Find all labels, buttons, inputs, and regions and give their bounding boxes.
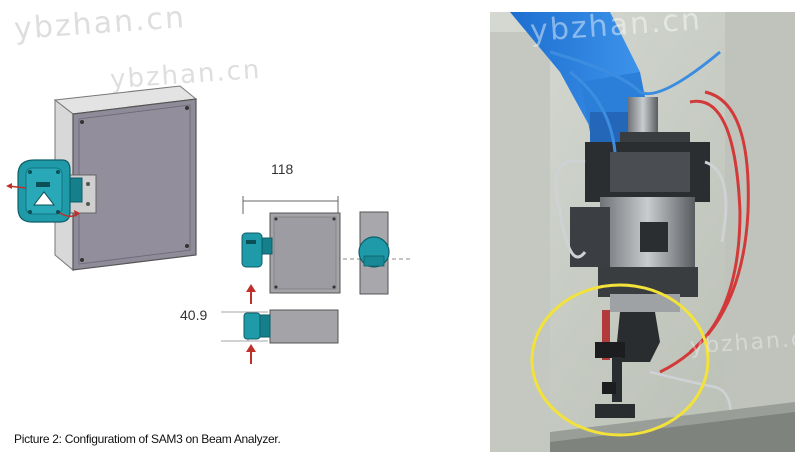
cad-diagram: [6, 85, 412, 364]
robot-photo-illustration: [490, 12, 795, 452]
figure-caption: Picture 2: Configuratiom of SAM3 on Beam…: [14, 432, 281, 446]
robot-photo: [490, 12, 795, 452]
side-view: [343, 211, 412, 295]
dimension-height-label: 40.9: [180, 307, 208, 323]
laser-head: [570, 142, 710, 312]
sensor-head-3d: [6, 159, 83, 223]
beam-analyzer-fixture: [595, 310, 660, 418]
front-view: [241, 196, 341, 294]
highlight-circle: [530, 283, 710, 437]
dimension-width-label: 118: [271, 161, 294, 177]
bottom-view: [221, 284, 339, 364]
